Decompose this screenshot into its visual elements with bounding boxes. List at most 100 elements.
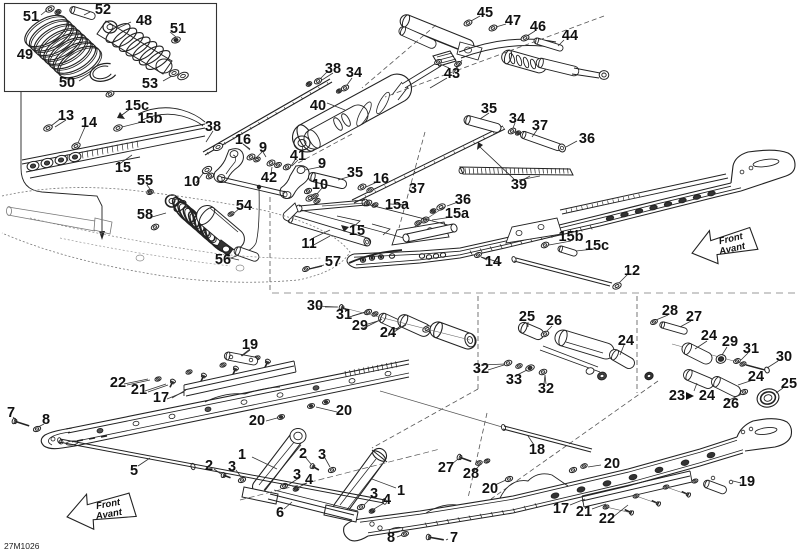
svg-text:51: 51 bbox=[23, 9, 39, 25]
svg-text:6: 6 bbox=[276, 505, 284, 521]
svg-text:53: 53 bbox=[142, 76, 158, 92]
svg-text:32: 32 bbox=[473, 361, 489, 377]
svg-text:30: 30 bbox=[307, 298, 323, 314]
svg-text:56: 56 bbox=[215, 252, 231, 268]
svg-text:11: 11 bbox=[301, 236, 316, 252]
svg-text:7: 7 bbox=[450, 530, 458, 546]
svg-text:15a: 15a bbox=[385, 197, 410, 213]
svg-text:33: 33 bbox=[506, 372, 522, 388]
svg-text:41: 41 bbox=[290, 148, 306, 164]
svg-text:28: 28 bbox=[662, 303, 678, 319]
svg-text:28: 28 bbox=[463, 466, 479, 482]
svg-text:55: 55 bbox=[137, 173, 153, 189]
svg-text:24: 24 bbox=[701, 328, 717, 344]
svg-text:31: 31 bbox=[743, 341, 759, 357]
svg-text:19: 19 bbox=[739, 474, 755, 490]
svg-text:16: 16 bbox=[235, 132, 251, 148]
svg-text:22: 22 bbox=[599, 511, 615, 527]
svg-text:29: 29 bbox=[352, 318, 368, 334]
svg-text:26: 26 bbox=[723, 396, 739, 412]
svg-text:54: 54 bbox=[236, 198, 252, 214]
svg-text:3: 3 bbox=[318, 447, 326, 463]
svg-text:15b: 15b bbox=[559, 229, 584, 245]
svg-text:1: 1 bbox=[397, 483, 405, 499]
svg-text:15: 15 bbox=[115, 160, 131, 176]
svg-text:15c: 15c bbox=[125, 98, 149, 114]
svg-text:39: 39 bbox=[511, 177, 527, 193]
svg-text:17: 17 bbox=[153, 390, 169, 406]
svg-text:8: 8 bbox=[42, 412, 50, 428]
svg-text:24: 24 bbox=[699, 388, 715, 404]
svg-text:20: 20 bbox=[336, 403, 352, 419]
svg-text:35: 35 bbox=[481, 101, 497, 117]
svg-text:45: 45 bbox=[477, 5, 493, 21]
svg-text:20: 20 bbox=[249, 413, 265, 429]
svg-text:20: 20 bbox=[604, 456, 620, 472]
svg-text:44: 44 bbox=[562, 28, 578, 44]
svg-text:17: 17 bbox=[553, 501, 569, 517]
svg-text:13: 13 bbox=[58, 108, 74, 124]
svg-text:14: 14 bbox=[485, 254, 501, 270]
svg-text:14: 14 bbox=[81, 115, 97, 131]
svg-text:1: 1 bbox=[238, 447, 246, 463]
svg-text:34: 34 bbox=[346, 65, 362, 81]
svg-text:36: 36 bbox=[455, 192, 471, 208]
svg-text:2: 2 bbox=[205, 458, 213, 474]
svg-text:34: 34 bbox=[509, 111, 525, 127]
svg-text:3: 3 bbox=[370, 486, 378, 502]
svg-text:15a: 15a bbox=[445, 206, 470, 222]
svg-text:32: 32 bbox=[538, 381, 554, 397]
svg-text:27M1026: 27M1026 bbox=[4, 541, 40, 551]
svg-text:Front: Front bbox=[95, 497, 122, 512]
svg-text:2: 2 bbox=[299, 446, 307, 462]
svg-text:3: 3 bbox=[293, 467, 301, 483]
svg-text:52: 52 bbox=[95, 2, 111, 18]
svg-text:48: 48 bbox=[136, 13, 152, 29]
svg-text:8: 8 bbox=[387, 530, 395, 546]
svg-text:35: 35 bbox=[347, 165, 363, 181]
svg-text:4: 4 bbox=[305, 472, 313, 488]
svg-text:12: 12 bbox=[624, 263, 640, 279]
svg-text:9: 9 bbox=[318, 156, 326, 172]
svg-text:16: 16 bbox=[373, 171, 389, 187]
svg-text:38: 38 bbox=[325, 61, 341, 77]
svg-text:37: 37 bbox=[409, 181, 425, 197]
svg-text:30: 30 bbox=[776, 349, 792, 365]
svg-text:31: 31 bbox=[336, 307, 352, 323]
svg-text:Avant: Avant bbox=[94, 507, 124, 523]
svg-text:24: 24 bbox=[380, 325, 396, 341]
svg-text:27: 27 bbox=[438, 460, 454, 476]
svg-text:15: 15 bbox=[349, 223, 365, 239]
svg-text:46: 46 bbox=[530, 19, 546, 35]
svg-text:51: 51 bbox=[170, 21, 186, 37]
svg-text:47: 47 bbox=[505, 13, 521, 29]
svg-text:15b: 15b bbox=[138, 111, 163, 127]
svg-text:15c: 15c bbox=[585, 238, 609, 254]
svg-text:20: 20 bbox=[482, 481, 498, 497]
svg-text:22: 22 bbox=[110, 375, 126, 391]
svg-text:3: 3 bbox=[228, 459, 236, 475]
svg-text:29: 29 bbox=[722, 334, 738, 350]
svg-text:21: 21 bbox=[131, 382, 147, 398]
svg-text:36: 36 bbox=[579, 131, 595, 147]
svg-text:21: 21 bbox=[576, 504, 592, 520]
svg-text:37: 37 bbox=[532, 118, 548, 134]
svg-text:18: 18 bbox=[529, 442, 545, 458]
svg-text:27: 27 bbox=[686, 309, 702, 325]
svg-text:10: 10 bbox=[312, 177, 328, 193]
svg-text:26: 26 bbox=[546, 313, 562, 329]
svg-text:10: 10 bbox=[184, 174, 200, 190]
svg-text:4: 4 bbox=[383, 492, 391, 508]
svg-text:42: 42 bbox=[261, 170, 277, 186]
svg-text:9: 9 bbox=[259, 140, 267, 156]
svg-text:57: 57 bbox=[325, 254, 341, 270]
svg-text:40: 40 bbox=[310, 98, 326, 114]
svg-text:24: 24 bbox=[748, 369, 764, 385]
svg-text:25: 25 bbox=[781, 376, 797, 392]
svg-text:7: 7 bbox=[7, 405, 15, 421]
svg-text:23: 23 bbox=[669, 388, 685, 404]
svg-text:50: 50 bbox=[59, 75, 75, 91]
svg-text:24: 24 bbox=[618, 333, 634, 349]
svg-text:58: 58 bbox=[137, 207, 153, 223]
svg-text:5: 5 bbox=[130, 463, 138, 479]
